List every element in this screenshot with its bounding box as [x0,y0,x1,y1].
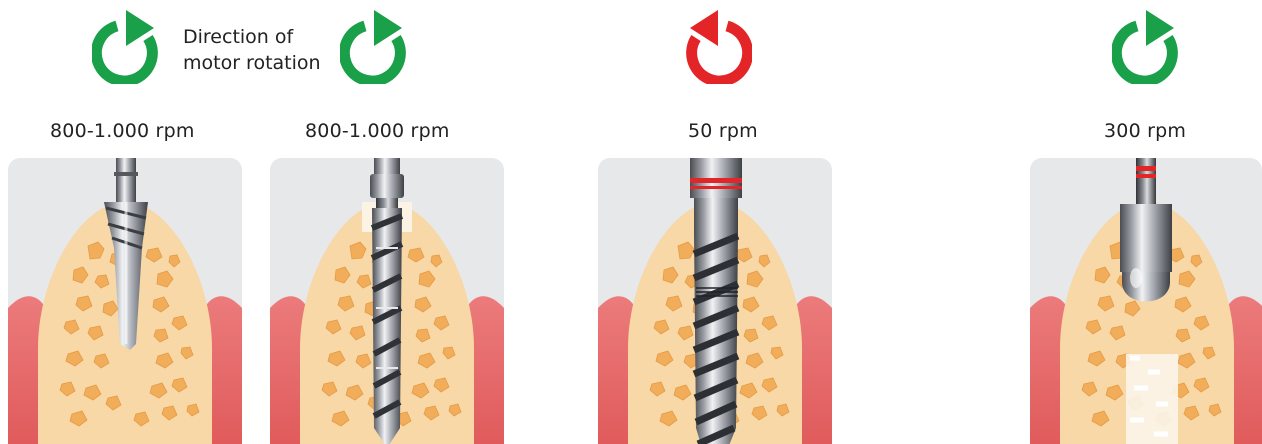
tap-instrument [690,158,742,444]
panel-step-1 [8,158,242,444]
rpm-label-step-2: 800-1.000 rpm [305,120,450,142]
bone-cross-section [8,158,242,444]
bone-cross-section [1030,158,1262,444]
caption-line-2: motor rotation [183,50,321,76]
ball-end-instrument [1120,158,1172,302]
panel-step-3 [598,158,832,444]
rpm-label-step-4: 300 rpm [1104,120,1186,142]
twist-drill [370,158,404,444]
counter-clockwise-rotation-icon [680,8,752,84]
clockwise-rotation-icon [1112,8,1184,84]
caption-line-1: Direction of [183,24,321,50]
clockwise-rotation-icon [340,8,412,84]
rpm-label-step-3: 50 rpm [688,120,758,142]
bone-cross-section [270,158,504,444]
bone-cross-section [598,158,832,444]
rpm-label-step-1: 800-1.000 rpm [50,120,195,142]
panel-step-4 [1030,158,1262,444]
clockwise-rotation-icon [92,8,164,84]
rotation-caption: Direction of motor rotation [183,24,321,76]
panel-step-2 [270,158,504,444]
